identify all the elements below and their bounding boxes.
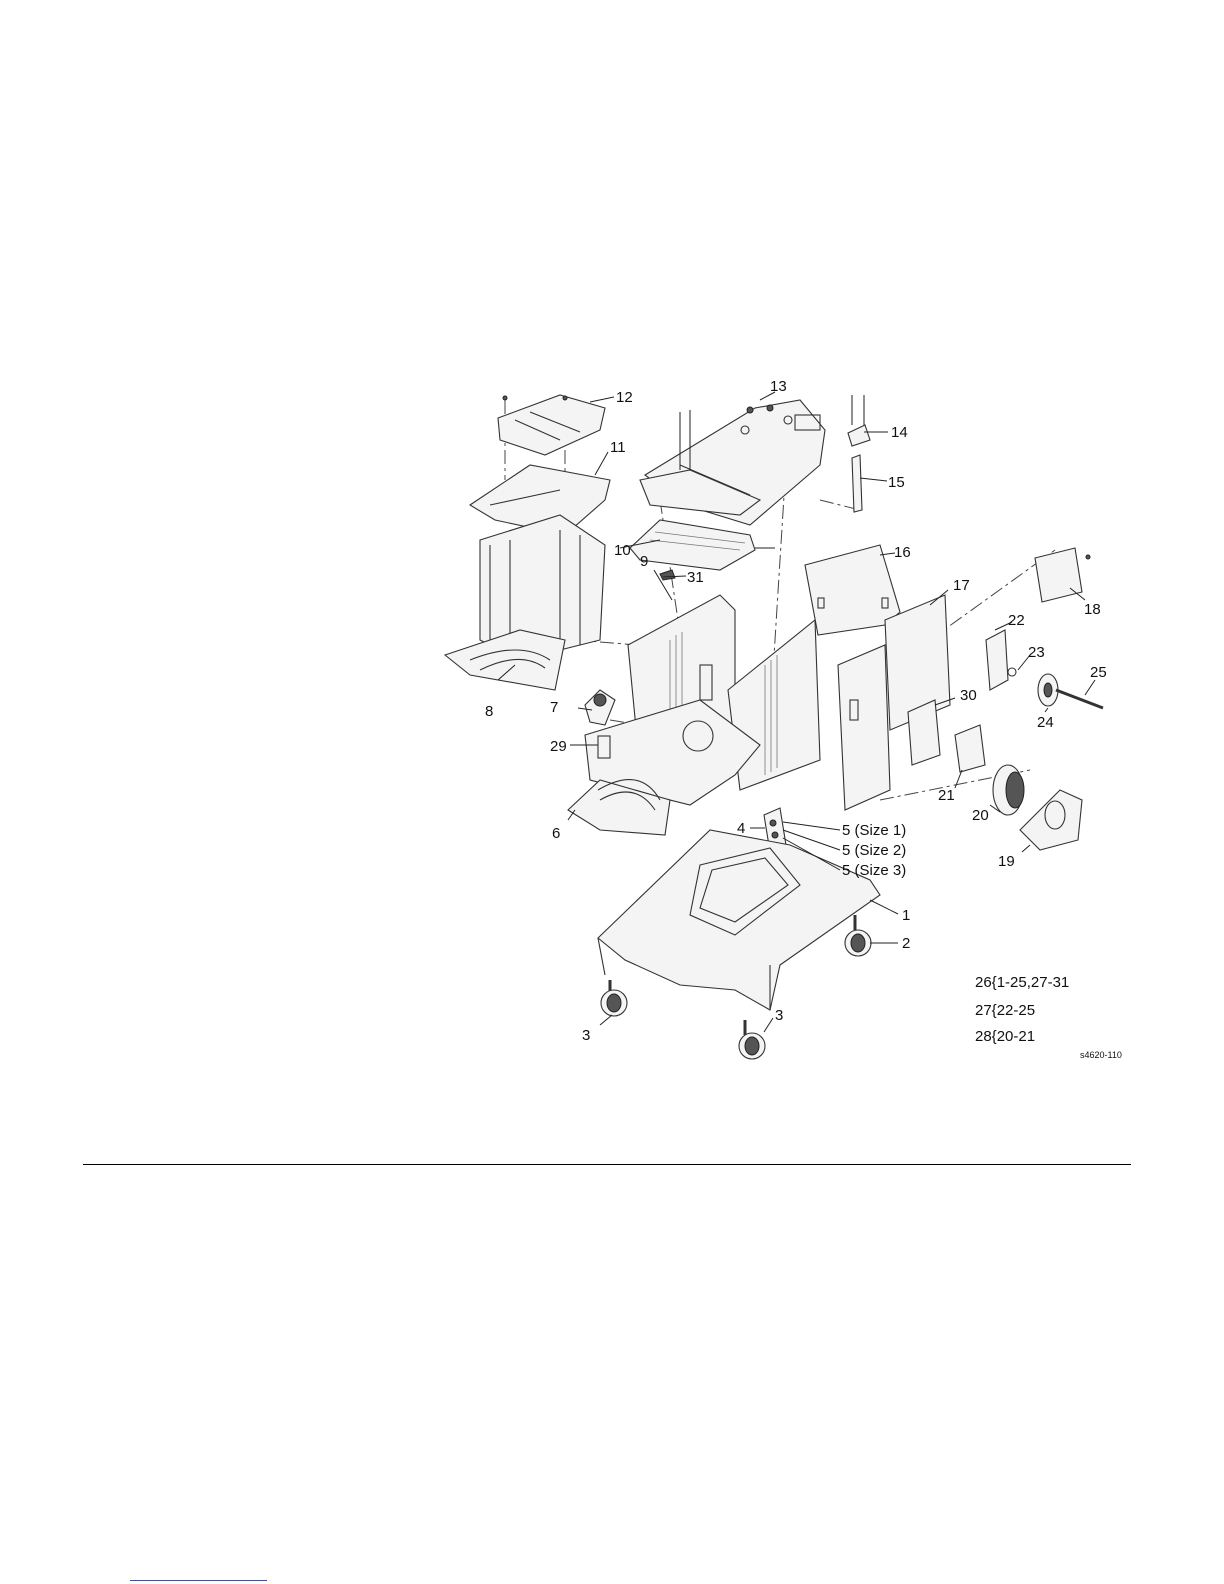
part-10-guide-assembly <box>630 520 775 570</box>
callout-3: 3 <box>582 1027 590 1044</box>
callout-14: 14 <box>891 424 908 441</box>
callout-4: 4 <box>737 820 745 837</box>
part-8-tray-frame <box>445 515 605 690</box>
callout-2: 2 <box>902 935 910 952</box>
callout-17: 17 <box>953 577 970 594</box>
part-20-motor <box>993 765 1024 815</box>
group-28-label: 28{20-21 <box>975 1028 1035 1045</box>
callout-22: 22 <box>1008 612 1025 629</box>
callout-7: 7 <box>550 699 558 716</box>
group-legend: 26{1-25,27-31 27{22-25 28{20-21 <box>975 974 1069 1045</box>
callout-25: 25 <box>1090 664 1107 681</box>
part-13-top-frame <box>640 400 825 525</box>
part-29-bracket <box>598 736 610 758</box>
callout-30: 30 <box>960 687 977 704</box>
callout-21: 21 <box>938 787 955 804</box>
part-23-washer <box>1008 668 1016 676</box>
part-30-cover <box>908 700 940 765</box>
part-3-caster-front <box>739 1020 765 1059</box>
footer-link-underline[interactable] <box>130 1580 267 1581</box>
part-15-rod <box>852 455 862 512</box>
callout-6: 6 <box>552 825 560 842</box>
callout-20: 20 <box>972 807 989 824</box>
part-2-caster <box>845 915 871 956</box>
callout-1: 1 <box>902 907 910 924</box>
callout-3: 3 <box>775 1007 783 1024</box>
callout-16: 16 <box>894 544 911 561</box>
part-18-board <box>1035 548 1090 602</box>
callout-13: 13 <box>770 378 787 395</box>
part-12-top-plate <box>498 395 605 455</box>
part-22-bracket <box>986 630 1008 690</box>
group-26-label: 26{1-25,27-31 <box>975 974 1069 991</box>
page-separator-rule <box>83 1164 1131 1165</box>
callout-9: 9 <box>640 553 648 570</box>
callout-19: 19 <box>998 853 1015 870</box>
part-14-bracket <box>848 395 870 446</box>
part-24-pulley <box>1038 674 1058 706</box>
callout-11: 11 <box>610 439 626 456</box>
callout-5-size-1: 5 (Size 1) <box>842 822 906 839</box>
callout-29: 29 <box>550 738 567 755</box>
callout-12: 12 <box>616 389 633 406</box>
callout-15: 15 <box>888 474 905 491</box>
callout-5-size-3: 5 (Size 3) <box>842 862 906 879</box>
part-19-housing <box>1020 790 1082 850</box>
group-27-label: 27{22-25 <box>975 1002 1035 1019</box>
callout-31: 31 <box>687 569 704 586</box>
part-3-caster-left <box>601 980 627 1016</box>
figure-id-label: s4620-110 <box>1080 1050 1122 1060</box>
part-21-bracket <box>955 725 985 772</box>
part-25-shaft <box>1056 690 1103 708</box>
part-1-base-stand <box>598 830 880 1010</box>
callout-23: 23 <box>1028 644 1045 661</box>
part-31-clip <box>660 570 675 580</box>
callout-8: 8 <box>485 703 493 720</box>
callout-10: 10 <box>614 542 631 559</box>
callout-18: 18 <box>1084 601 1101 618</box>
callout-5-size-2: 5 (Size 2) <box>842 842 906 859</box>
callout-24: 24 <box>1037 714 1054 731</box>
